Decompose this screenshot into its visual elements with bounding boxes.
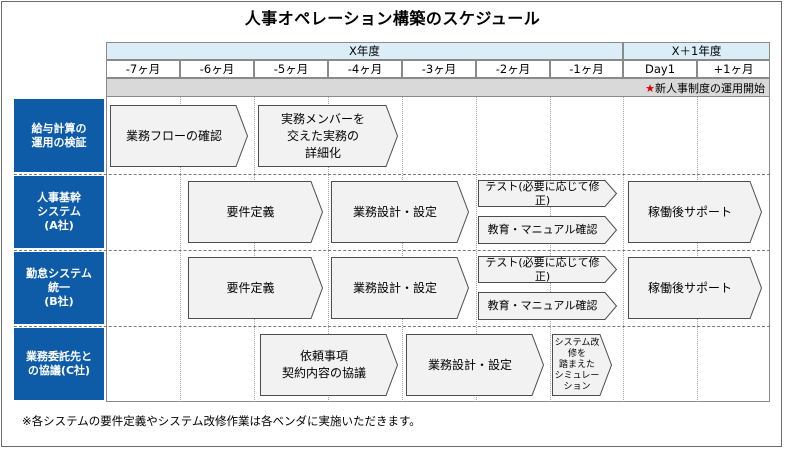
- arrow-shape: [628, 257, 763, 319]
- task-design-a: 業務設計・設定: [331, 181, 470, 243]
- task-requirements-a: 要件定義: [188, 181, 324, 243]
- arrow-shape: [406, 334, 545, 396]
- task-support-a: 稼働後サポート: [628, 181, 763, 243]
- milestone-note: ★新人事制度の運用開始: [645, 80, 765, 96]
- row-label-payroll: 給与計算の 運用の検証: [14, 99, 104, 172]
- arrow-shape: [258, 105, 399, 167]
- task-requirements-b: 要件定義: [188, 257, 324, 319]
- task-test-a: テスト(必要に応じて修正): [478, 180, 618, 207]
- arrow-shape: [188, 257, 324, 319]
- month-header: -6ヶ月: [180, 60, 254, 78]
- arrow-shape: [478, 180, 618, 207]
- grid-column-line: [623, 97, 624, 402]
- task-education-a: 教育・マニュアル確認: [478, 216, 618, 244]
- arrow-shape: [331, 181, 470, 243]
- year-header-x-plus-1: X＋1年度: [623, 42, 770, 60]
- diagram-title: 人事オペレーション構築のスケジュール: [244, 9, 541, 28]
- row-divider: [14, 174, 770, 175]
- month-header: -7ヶ月: [106, 60, 180, 78]
- month-header: -1ヶ月: [550, 60, 623, 78]
- grid-column-line: [550, 97, 551, 402]
- grid-column-line: [476, 97, 477, 402]
- milestone-text: 新人事制度の運用開始: [655, 82, 765, 95]
- arrow-shape: [478, 216, 618, 244]
- arrow-shape: [331, 257, 470, 319]
- row-label-hr-system: 人事基幹 システム (A社): [14, 176, 104, 248]
- grid-column-line: [328, 97, 329, 402]
- task-support-b: 稼働後サポート: [628, 257, 763, 319]
- task-detailing-with-members: 実務メンバーを 交えた実務の 詳細化: [258, 105, 399, 167]
- footnote: ※各システムの要件定義やシステム改修作業は各ベンダに実施いただきます。: [22, 414, 421, 428]
- month-header: -2ヶ月: [476, 60, 550, 78]
- row-divider: [14, 250, 770, 251]
- task-design-c: 業務設計・設定: [406, 334, 545, 396]
- row-divider: [14, 326, 770, 327]
- arrow-shape: [478, 256, 618, 283]
- arrow-shape: [188, 181, 324, 243]
- task-education-b: 教育・マニュアル確認: [478, 292, 618, 320]
- grid-column-line: [402, 97, 403, 402]
- arrow-shape: [552, 334, 613, 396]
- year-header-x: X年度: [106, 42, 623, 60]
- grid-column-line: [180, 97, 181, 402]
- arrow-shape: [110, 105, 249, 167]
- month-header: -5ヶ月: [254, 60, 328, 78]
- schedule-grid: [106, 97, 770, 402]
- month-header: +1ヶ月: [697, 60, 770, 78]
- month-header: Day1: [623, 60, 697, 78]
- arrow-shape: [260, 334, 399, 396]
- milestone-strip: [106, 78, 770, 97]
- month-header: -4ヶ月: [328, 60, 402, 78]
- row-label-outsourcing: 業務委託先と の協議(C社): [14, 328, 104, 400]
- month-header: -3ヶ月: [402, 60, 476, 78]
- task-simulation: システム改修を 踏まえた シミュレーション: [552, 334, 613, 396]
- grid-column-line: [697, 97, 698, 402]
- star-icon: ★: [645, 82, 655, 95]
- row-label-attendance-system: 勤怠システム 統一 (B社): [14, 252, 104, 324]
- arrow-shape: [628, 181, 763, 243]
- task-workflow-check: 業務フローの確認: [110, 105, 249, 167]
- grid-column-line: [254, 97, 255, 402]
- task-test-b: テスト(必要に応じて修正): [478, 256, 618, 283]
- task-contract-discussion: 依頼事項 契約内容の協議: [260, 334, 399, 396]
- task-design-b: 業務設計・設定: [331, 257, 470, 319]
- arrow-shape: [478, 292, 618, 320]
